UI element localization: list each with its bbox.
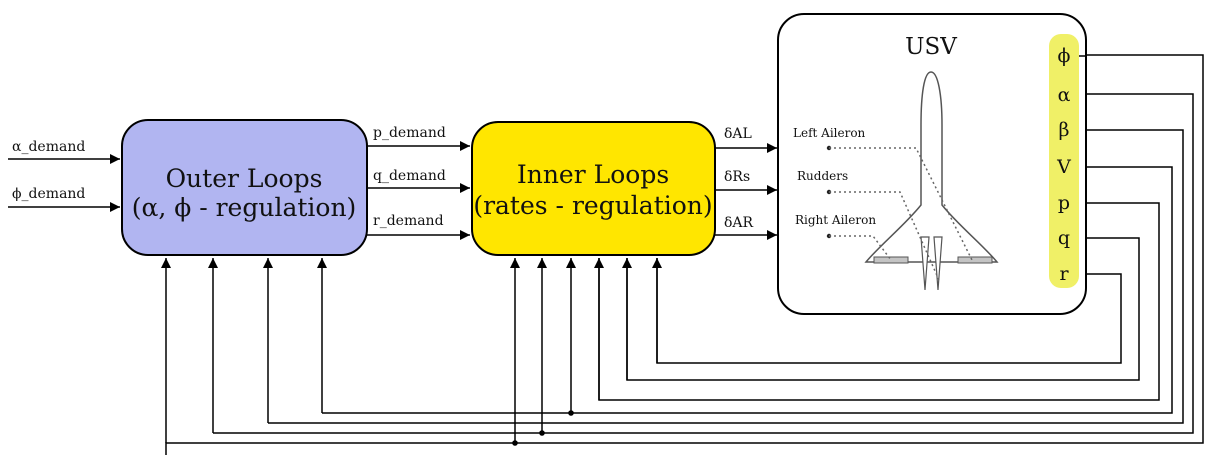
feedback-wiring <box>161 54 1204 455</box>
outer-loops-block: Outer Loops (α, ϕ - regulation) <box>121 119 368 256</box>
inner-loops-box <box>471 121 716 256</box>
output-p: p <box>1058 192 1070 214</box>
inner-loops-block: Inner Loops (rates - regulation) <box>471 121 716 256</box>
delta-al-label: δAL <box>724 126 752 142</box>
left-aileron-label: Left Aileron <box>793 126 866 140</box>
outer-loops-title: Outer Loops <box>166 164 323 193</box>
outer-loops-subtitle: (α, ϕ - regulation) <box>132 193 357 222</box>
annotation-leaders <box>826 145 973 281</box>
junction-dot <box>568 410 574 416</box>
inner-loops-subtitle: (rates - regulation) <box>473 191 712 220</box>
output-v: V <box>1056 156 1071 178</box>
rudders-label: Rudders <box>797 169 848 183</box>
p-demand-label: p_demand <box>373 125 446 141</box>
beta-feedback-line <box>268 129 1184 424</box>
usv-block: USV Left Aileron Rudders Right Aileron ϕ… <box>777 13 1087 315</box>
output-alpha: α <box>1058 84 1071 106</box>
q-demand-label: q_demand <box>373 168 446 184</box>
output-beta: β <box>1059 119 1070 141</box>
junction-dot <box>539 430 545 436</box>
delta-rs-label: δRs <box>724 169 750 185</box>
v-feedback-line <box>322 166 1173 414</box>
junction-dot <box>512 440 518 446</box>
delta-ar-label: δAR <box>724 215 754 231</box>
output-phi: ϕ <box>1058 45 1071 67</box>
rate-demands: p_demand q_demand r_demand <box>367 125 470 240</box>
output-q: q <box>1058 227 1070 249</box>
output-r: r <box>1059 263 1069 285</box>
demand-inputs: α_demand ϕ_demand <box>8 139 120 212</box>
surface-commands: δAL δRs δAR <box>715 126 777 240</box>
alpha-demand-label: α_demand <box>12 139 85 155</box>
right-aileron-label: Right Aileron <box>795 213 876 227</box>
inner-loops-title: Inner Loops <box>517 160 669 189</box>
alpha-feedback-line <box>213 93 1194 434</box>
usv-title: USV <box>905 34 957 60</box>
usv-outputs-strip <box>1049 34 1079 288</box>
shuttle-icon <box>864 71 999 291</box>
r-demand-label: r_demand <box>373 213 444 229</box>
phi-demand-label: ϕ_demand <box>12 186 85 202</box>
